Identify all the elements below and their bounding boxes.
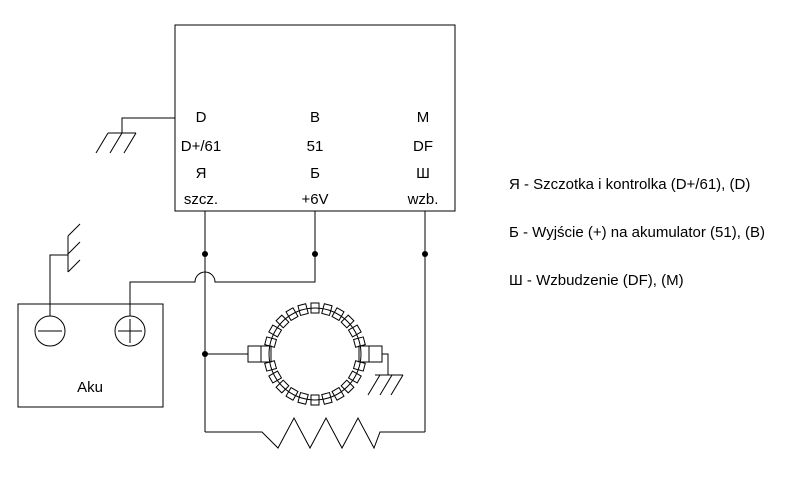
regulator-label-m: M [417, 109, 430, 126]
junction-d-top [202, 251, 208, 257]
commutator-segment [321, 391, 333, 405]
commutator-segment [285, 386, 299, 401]
commutator-segment [310, 394, 320, 406]
wire-battery-plus [129, 211, 316, 316]
regulator-label-be: Б [310, 165, 320, 182]
commutator-segment [297, 303, 309, 317]
junction-m [422, 251, 428, 257]
field-winding-resistor [205, 416, 425, 450]
commutator-segment [340, 314, 355, 329]
plus-terminal-icon [114, 315, 146, 347]
commutator-segment [275, 314, 290, 329]
battery-label: Aku [77, 379, 103, 396]
battery-box [17, 303, 164, 408]
regulator-label-wzb: wzb. [407, 191, 439, 208]
commutator-segment [340, 379, 355, 394]
ground-symbol-regulator [95, 117, 175, 154]
regulator-label-ya: Я [196, 165, 207, 182]
legend-item-ya: Я - Szczotka i kontrolka (D+/61), (D) [509, 176, 750, 193]
regulator-label-b: B [310, 109, 320, 126]
junction-b [312, 251, 318, 257]
regulator-label-sha: Ш [416, 165, 430, 182]
regulator-label-szcz: szcz. [184, 191, 218, 208]
commutator-segment [268, 370, 283, 384]
generator-armature-icon [264, 302, 366, 406]
commutator-segment [310, 302, 320, 314]
commutator-segment [331, 386, 345, 401]
right-brush-icon [358, 345, 383, 363]
commutator-segment [297, 391, 309, 405]
commutator-segment [268, 324, 283, 338]
commutator-segment [321, 303, 333, 317]
regulator-label-6v: +6V [301, 191, 328, 208]
commutator-segment [275, 379, 290, 394]
commutator-segment [285, 307, 299, 322]
legend-item-be: Б - Wyjście (+) na akumulator (51), (B) [509, 224, 765, 241]
commutator-segment [347, 324, 362, 338]
ground-symbol-battery [49, 223, 81, 316]
regulator-label-d: D [196, 109, 207, 126]
regulator-label-d61: D+/61 [181, 138, 221, 155]
left-brush-icon [247, 345, 272, 363]
regulator-label-51: 51 [307, 138, 324, 155]
legend-item-sha: Ш - Wzbudzenie (DF), (M) [509, 272, 684, 289]
minus-terminal-icon [34, 315, 66, 347]
commutator-segment [331, 307, 345, 322]
ground-symbol-generator [367, 353, 404, 396]
regulator-label-df: DF [413, 138, 433, 155]
commutator-segment [347, 370, 362, 384]
